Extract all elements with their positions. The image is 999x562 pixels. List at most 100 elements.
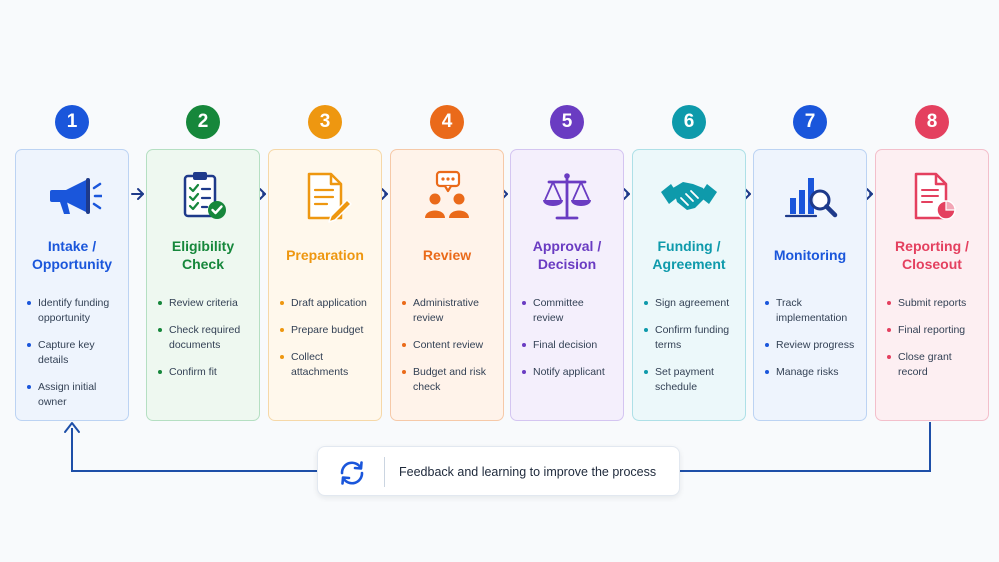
step-number-badge: 4 — [430, 105, 464, 139]
document-pencil-icon — [295, 166, 355, 226]
step-task-item: Identify funding opportunity — [27, 296, 122, 326]
bullet-dot — [402, 343, 406, 347]
bullet-dot — [280, 328, 284, 332]
bullet-dot — [280, 355, 284, 359]
bullet-dot — [887, 301, 891, 305]
bullet-dot — [280, 301, 284, 305]
step-task-item: Close grant record — [887, 350, 982, 380]
feedback-box: Feedback and learning to improve the pro… — [317, 446, 680, 496]
feedback-loop-arrowhead — [64, 422, 80, 433]
step-number-badge: 6 — [672, 105, 706, 139]
bullet-dot — [765, 343, 769, 347]
bullet-dot — [158, 370, 162, 374]
feedback-text: Feedback and learning to improve the pro… — [399, 465, 657, 479]
step-title-line: Approval / — [532, 238, 602, 254]
step-arrowhead — [381, 188, 388, 200]
step-task-item: Budget and risk check — [402, 365, 497, 395]
step-title: Monitoring — [756, 236, 864, 274]
step-task-text: Track implementation — [776, 297, 848, 324]
step-task-text: Check required documents — [169, 324, 241, 351]
bullet-dot — [402, 370, 406, 374]
bullet-dot — [27, 343, 31, 347]
step-task-item: Track implementation — [765, 296, 860, 326]
step-arrowhead — [866, 188, 873, 200]
step-task-item: Set payment schedule — [644, 365, 739, 395]
step-number-badge: 2 — [186, 105, 220, 139]
step-task-item: Confirm funding terms — [644, 323, 739, 353]
step-task-text: Review progress — [776, 339, 855, 351]
step-task-text: Notify applicant — [533, 366, 605, 378]
bullet-dot — [158, 328, 162, 332]
step-arrowhead — [259, 188, 266, 200]
step-title-line: Decision — [537, 256, 597, 272]
step-task-text: Draft application — [291, 297, 367, 309]
bullet-dot — [158, 301, 162, 305]
bullet-dot — [27, 301, 31, 305]
step-title-line: Agreement — [652, 256, 726, 272]
step-task-item: Draft application — [280, 296, 375, 311]
step-task-text: Review criteria — [169, 297, 238, 309]
step-title: Reporting /Closeout — [878, 236, 986, 274]
step-task-text: Set payment schedule — [655, 366, 714, 393]
step-task-item: Final decision — [522, 338, 617, 353]
step-task-text: Manage risks — [776, 366, 839, 378]
step-title: Intake /Opportunity — [18, 236, 126, 274]
step-title-line: Eligibility — [171, 238, 235, 254]
bullet-dot — [887, 355, 891, 359]
step-task-text: Assign initial owner — [38, 381, 97, 408]
step-task-text: Confirm fit — [169, 366, 217, 378]
step-task-item: Assign initial owner — [27, 380, 122, 410]
step-task-text: Close grant record — [898, 351, 952, 378]
step-task-text: Confirm funding terms — [655, 324, 730, 351]
step-task-item: Collect attachments — [280, 350, 375, 380]
feedback-divider — [384, 457, 385, 487]
step-task-item: Confirm fit — [158, 365, 253, 380]
step-task-item: Prepare budget — [280, 323, 375, 338]
bullet-dot — [402, 301, 406, 305]
report-pie-icon — [902, 166, 962, 226]
bullet-dot — [887, 328, 891, 332]
bullet-dot — [522, 370, 526, 374]
bullet-dot — [522, 343, 526, 347]
step-task-item: Review progress — [765, 338, 860, 353]
review-people-chat-icon — [417, 166, 477, 226]
step-number-badge: 7 — [793, 105, 827, 139]
bullet-dot — [644, 301, 648, 305]
step-task-item: Notify applicant — [522, 365, 617, 380]
step-task-text: Sign agreement — [655, 297, 730, 309]
step-task-text: Administrative review — [413, 297, 479, 324]
bullet-dot — [644, 328, 648, 332]
step-title-line: Funding / — [657, 238, 721, 254]
step-title-line: Review — [422, 247, 472, 263]
step-task-text: Prepare budget — [291, 324, 364, 336]
step-title-line: Intake / — [47, 238, 97, 254]
step-task-text: Committee review — [533, 297, 584, 324]
bullet-dot — [765, 370, 769, 374]
step-title-line: Preparation — [286, 247, 364, 263]
step-task-text: Submit reports — [898, 297, 967, 309]
step-task-item: Check required documents — [158, 323, 253, 353]
megaphone-icon — [42, 166, 104, 226]
step-task-text: Budget and risk check — [413, 366, 486, 393]
refresh-cycle-icon — [340, 461, 364, 485]
step-number-badge: 3 — [308, 105, 342, 139]
step-number-badge: 8 — [915, 105, 949, 139]
step-task-text: Identify funding opportunity — [38, 297, 110, 324]
step-task-item: Submit reports — [887, 296, 982, 311]
scales-icon — [537, 166, 597, 226]
step-title: Funding / Agreement — [635, 236, 743, 274]
step-title-line: Monitoring — [773, 247, 847, 263]
step-arrowhead — [623, 188, 630, 200]
